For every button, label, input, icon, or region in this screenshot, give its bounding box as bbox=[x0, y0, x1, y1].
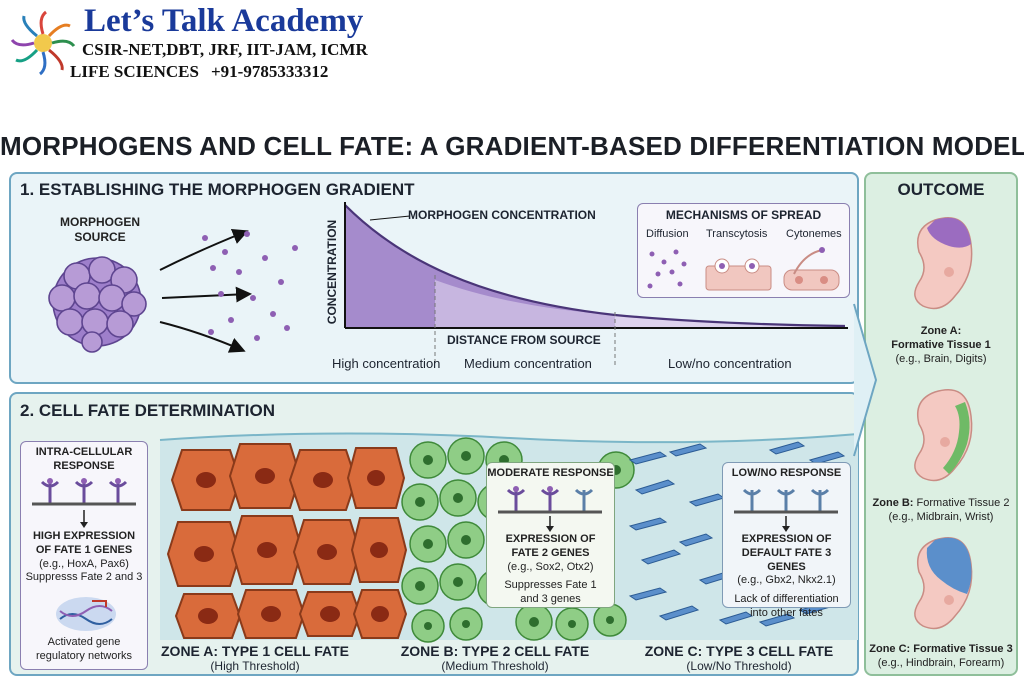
intra-genes: (e.g., HoxA, Pax6) bbox=[39, 557, 129, 570]
low-note-line1: Lack of differentiation bbox=[734, 593, 839, 605]
low-heading: LOW/NO RESPONSE bbox=[731, 467, 842, 479]
intra-network-line2: regulatory networks bbox=[36, 649, 132, 662]
moderate-expr-line2: FATE 2 GENES bbox=[511, 546, 590, 559]
mechanisms-heading: MECHANISMS OF SPREAD bbox=[665, 208, 822, 222]
x-axis-label: DISTANCE FROM SOURCE bbox=[447, 333, 601, 347]
intra-network-line1: Activated gene bbox=[47, 636, 121, 648]
outcome-c-zone: Zone C: Formative Tissue 3 bbox=[869, 643, 1013, 655]
mechanisms-icons bbox=[647, 247, 840, 291]
zone-b-caption: ZONE B: TYPE 2 CELL FATE (Medium Thresho… bbox=[390, 643, 600, 673]
band-low: Low/no concentration bbox=[668, 356, 792, 371]
outcome-b-zone: Zone B: bbox=[872, 497, 914, 509]
zone-c-caption: ZONE C: TYPE 3 CELL FATE (Low/No Thresho… bbox=[624, 643, 854, 673]
low-genes: (e.g., Gbx2, Nkx2.1) bbox=[737, 574, 836, 587]
outcome-a-label: Zone A: Formative Tissue 1 (e.g., Brain,… bbox=[866, 325, 1016, 366]
intra-heading-line1: INTRA-CELLULAR bbox=[35, 446, 133, 458]
intra-suppress: Suppresss Fate 2 and 3 bbox=[25, 571, 143, 584]
low-expr-line1: EXPRESSION OF bbox=[741, 533, 832, 545]
intra-heading-line2: RESPONSE bbox=[53, 459, 115, 472]
outcome-a-zone: Zone A: bbox=[920, 325, 962, 337]
moderate-suppress-line2: and 3 genes bbox=[520, 593, 581, 605]
source-label-line2: SOURCE bbox=[74, 230, 126, 244]
outcome-a-tissue: Formative Tissue 1 bbox=[891, 338, 991, 351]
outcome-c-label: Zone C: Formative Tissue 3 (e.g., Hindbr… bbox=[866, 643, 1016, 671]
outcome-b-tissue: Formative Tissue 2 bbox=[916, 497, 1010, 509]
low-receptor-icon bbox=[734, 488, 838, 532]
gene-network-icon bbox=[56, 597, 116, 631]
mechanism-cytonemes: Cytonemes bbox=[786, 228, 842, 240]
tissue-strip bbox=[159, 432, 859, 643]
curve-label: MORPHOGEN CONCENTRATION bbox=[408, 208, 596, 222]
high-receptor-icon bbox=[32, 478, 136, 528]
outcome-b-line1: Zone B: Formative Tissue 2 bbox=[866, 497, 1016, 511]
morphogen-source-label: MORPHOGEN SOURCE bbox=[50, 215, 150, 245]
outcome-b-label: Zone B: Formative Tissue 2 (e.g., Midbra… bbox=[866, 497, 1016, 525]
brand-subject-line: LIFE SCIENCES +91-9785333312 bbox=[70, 62, 328, 82]
brand-phone: +91-9785333312 bbox=[210, 62, 329, 81]
intra-expression: HIGH EXPRESSION OF FATE 1 GENES (e.g., H… bbox=[22, 530, 146, 585]
outcome-b-example: (e.g., Midbrain, Wrist) bbox=[888, 510, 994, 523]
brand-subject: LIFE SCIENCES bbox=[70, 62, 199, 81]
low-expression: EXPRESSION OF DEFAULT FATE 3 GENES (e.g.… bbox=[724, 533, 849, 621]
brand-exams: CSIR-NET,DBT, JRF, IIT-JAM, ICMR bbox=[82, 40, 368, 59]
moderate-suppress-line1: Suppresses Fate 1 bbox=[504, 579, 597, 592]
embryo-b-icon bbox=[914, 389, 973, 482]
intra-expr-line2: OF FATE 1 GENES bbox=[35, 543, 133, 556]
diagram-title: MORPHOGENS AND CELL FATE: A GRADIENT-BAS… bbox=[0, 131, 1024, 161]
morphogen-particles bbox=[202, 231, 298, 341]
moderate-genes: (e.g., Sox2, Otx2) bbox=[507, 560, 594, 573]
zone-a-title: ZONE A: TYPE 1 CELL FATE bbox=[161, 643, 349, 659]
intra-expr-line1: HIGH EXPRESSION bbox=[32, 530, 136, 542]
zone-a-caption: ZONE A: TYPE 1 CELL FATE (High Threshold… bbox=[150, 643, 360, 673]
zone-c-threshold: (Low/No Threshold) bbox=[686, 659, 792, 673]
band-high: High concentration bbox=[332, 356, 441, 371]
gradient-curve-chart bbox=[344, 202, 848, 365]
moderate-expr-line1: EXPRESSION OF bbox=[505, 533, 596, 545]
zone-b-threshold: (Medium Threshold) bbox=[441, 659, 549, 673]
zone-a-threshold: (High Threshold) bbox=[210, 659, 300, 673]
intra-network: Activated gene regulatory networks bbox=[22, 636, 146, 664]
morphogen-source-icon bbox=[48, 256, 147, 353]
outcome-c-example: (e.g., Hindbrain, Forearm) bbox=[877, 656, 1005, 669]
intra-heading: INTRA-CELLULAR RESPONSE bbox=[20, 446, 148, 474]
zone-c-title: ZONE C: TYPE 3 CELL FATE bbox=[644, 643, 834, 659]
zone-b-title: ZONE B: TYPE 2 CELL FATE bbox=[400, 643, 590, 659]
brand-name: Let’s Talk Academy bbox=[84, 3, 364, 39]
embryo-c-icon bbox=[914, 537, 973, 630]
outcome-a-example: (e.g., Brain, Digits) bbox=[895, 352, 987, 365]
low-response-box bbox=[722, 462, 851, 608]
academy-logo-icon bbox=[10, 10, 76, 76]
mechanism-diffusion: Diffusion bbox=[646, 228, 689, 240]
low-note-line2: into other fates bbox=[750, 606, 823, 619]
outcome-arrow-icon bbox=[853, 303, 878, 457]
mechanism-transcytosis: Transcytosis bbox=[706, 228, 768, 240]
outcome-heading: OUTCOME bbox=[897, 180, 985, 199]
band-medium: Medium concentration bbox=[464, 356, 592, 371]
spread-arrows bbox=[159, 229, 252, 353]
moderate-heading: MODERATE RESPONSE bbox=[487, 467, 614, 479]
y-axis-label: CONCENTRATION bbox=[325, 219, 339, 325]
source-label-line1: MORPHOGEN bbox=[59, 215, 140, 229]
low-expr-line2: DEFAULT FATE 3 GENES bbox=[741, 546, 832, 573]
embryo-a-icon bbox=[914, 217, 973, 310]
moderate-expression: EXPRESSION OF FATE 2 GENES (e.g., Sox2, … bbox=[488, 533, 613, 607]
section1-heading: 1. ESTABLISHING THE MORPHOGEN GRADIENT bbox=[20, 180, 415, 199]
moderate-receptor-icon bbox=[498, 486, 602, 532]
section2-heading: 2. CELL FATE DETERMINATION bbox=[20, 401, 276, 420]
